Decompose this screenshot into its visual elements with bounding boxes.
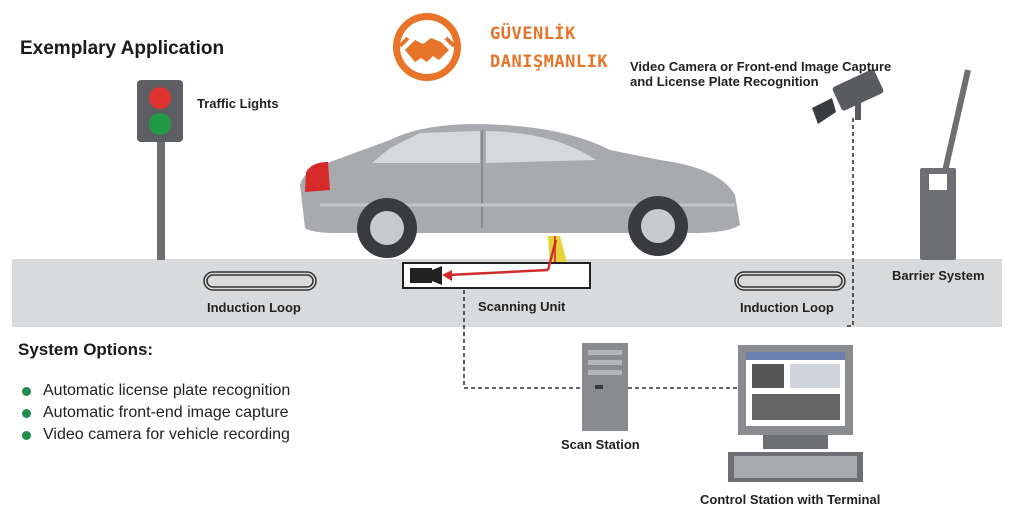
scan-station-label: Scan Station	[561, 437, 640, 452]
barrier-label: Barrier System	[892, 268, 985, 283]
brand-line-1: GÜVENLİK	[490, 24, 576, 44]
list-item: Video camera for vehicle recording	[22, 424, 290, 446]
induction-loop-right-label: Induction Loop	[740, 300, 834, 315]
camera-label-line-2: and License Plate Recognition	[630, 74, 819, 89]
scan-station-icon	[582, 343, 628, 431]
system-options-title: System Options:	[18, 340, 154, 359]
brand-name: GÜVENLİK DANIŞMANLIK	[490, 20, 608, 76]
brand-line-2: DANIŞMANLIK	[490, 52, 609, 72]
bullet-icon	[22, 408, 31, 418]
list-item: Automatic license plate recognition	[22, 380, 290, 402]
traffic-lights-label: Traffic Lights	[197, 96, 279, 111]
camera-label: Video Camera or Front-end Image Capture …	[630, 59, 891, 89]
option-text: Automatic front-end image capture	[43, 404, 289, 421]
traffic-light-icon	[137, 80, 183, 260]
handshake-logo	[393, 13, 461, 81]
option-text: Automatic license plate recognition	[43, 382, 291, 399]
option-text: Video camera for vehicle recording	[43, 426, 290, 443]
camera-label-line-1: Video Camera or Front-end Image Capture	[630, 59, 892, 74]
control-station-icon	[728, 345, 863, 482]
list-item: Automatic front-end image capture	[22, 402, 290, 424]
bullet-icon	[22, 386, 31, 396]
induction-loop-right-icon	[734, 271, 846, 291]
scanning-unit-icon	[402, 239, 591, 289]
system-options-list: Automatic license plate recognition Auto…	[22, 380, 290, 446]
barrier-icon	[920, 69, 971, 260]
car-illustration	[300, 124, 740, 258]
scanning-unit-label: Scanning Unit	[478, 299, 566, 314]
induction-loop-left-label: Induction Loop	[207, 300, 301, 315]
connection-lines	[463, 118, 854, 389]
induction-loop-left-icon	[203, 271, 317, 291]
bullet-icon	[22, 430, 31, 440]
control-station-label: Control Station with Terminal	[700, 492, 881, 507]
page-title: Exemplary Application	[20, 38, 225, 59]
video-camera-icon	[812, 69, 884, 124]
